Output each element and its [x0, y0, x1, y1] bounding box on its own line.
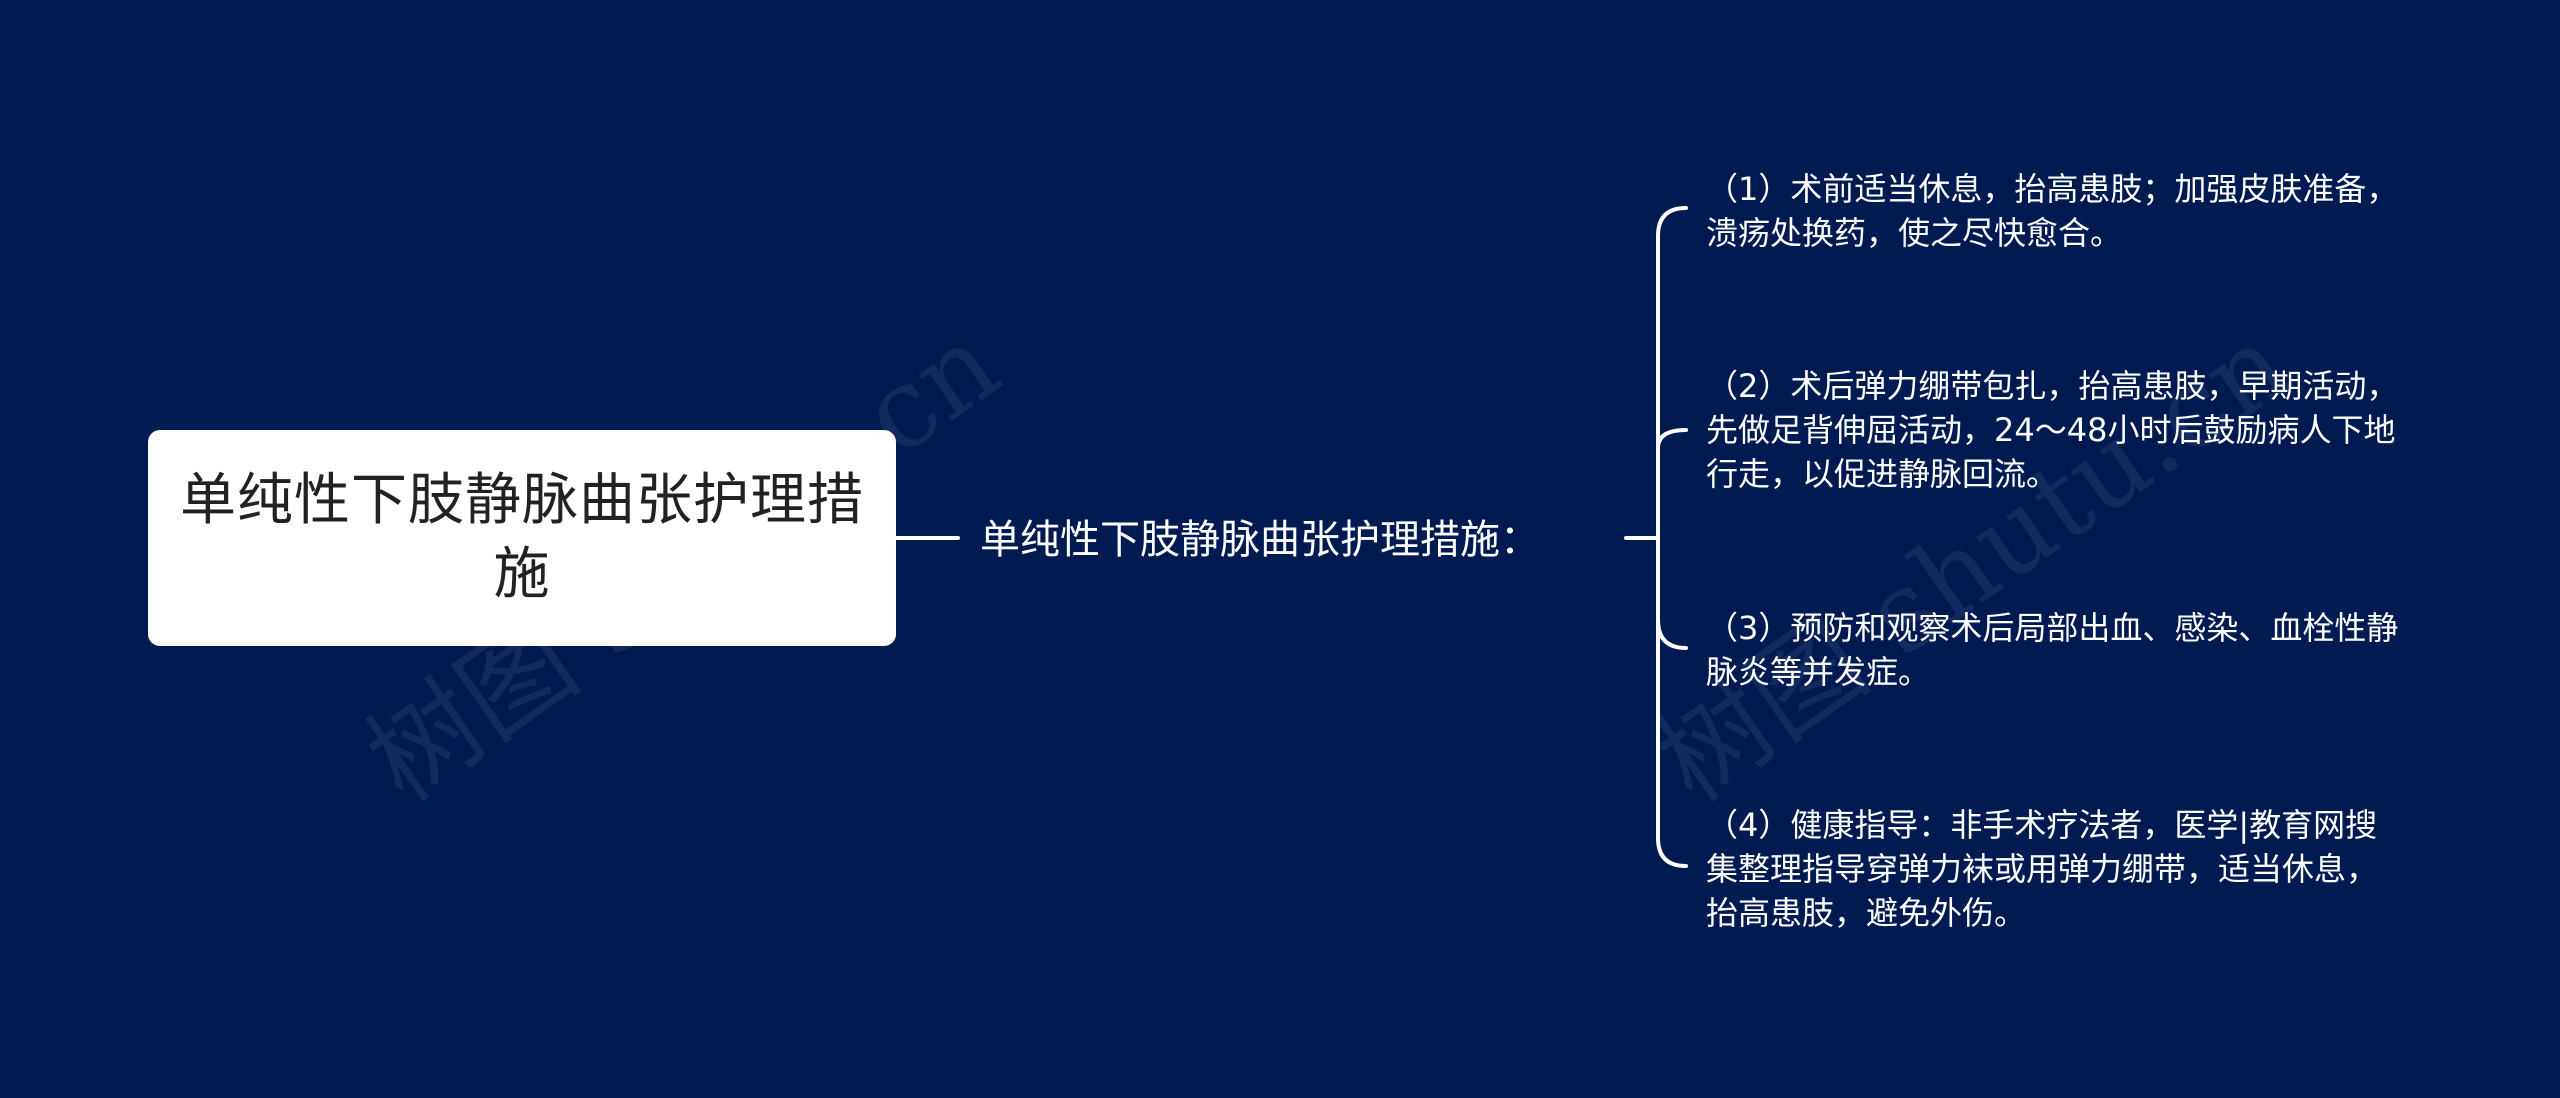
bracket-spine	[1656, 206, 1688, 868]
bracket-tick-3	[1656, 618, 1688, 650]
leaf-node-1[interactable]: （1）术前适当休息，抬高患肢；加强皮肤准备，溃疡处换药，使之尽快愈合。	[1706, 170, 2399, 252]
leaf-node-2[interactable]: （2）术后弹力绷带包扎，抬高患肢，早期活动，先做足背伸屈活动，24～48小时后鼓…	[1706, 367, 2399, 493]
leaf-node-3[interactable]: （3）预防和观察术后局部出血、感染、血栓性静脉炎等并发症。	[1706, 609, 2399, 691]
bracket-tick-2	[1656, 428, 1688, 450]
branch-label[interactable]: 单纯性下肢静脉曲张护理措施：	[980, 517, 1540, 563]
root-title: 单纯性下肢静脉曲张护理措施	[180, 468, 864, 607]
leaf-node-4[interactable]: （4）健康指导：非手术疗法者，医学|教育网搜集整理指导穿弹力袜或用弹力绷带，适当…	[1706, 806, 2379, 932]
root-node[interactable]: 单纯性下肢静脉曲张护理措施	[148, 430, 896, 646]
